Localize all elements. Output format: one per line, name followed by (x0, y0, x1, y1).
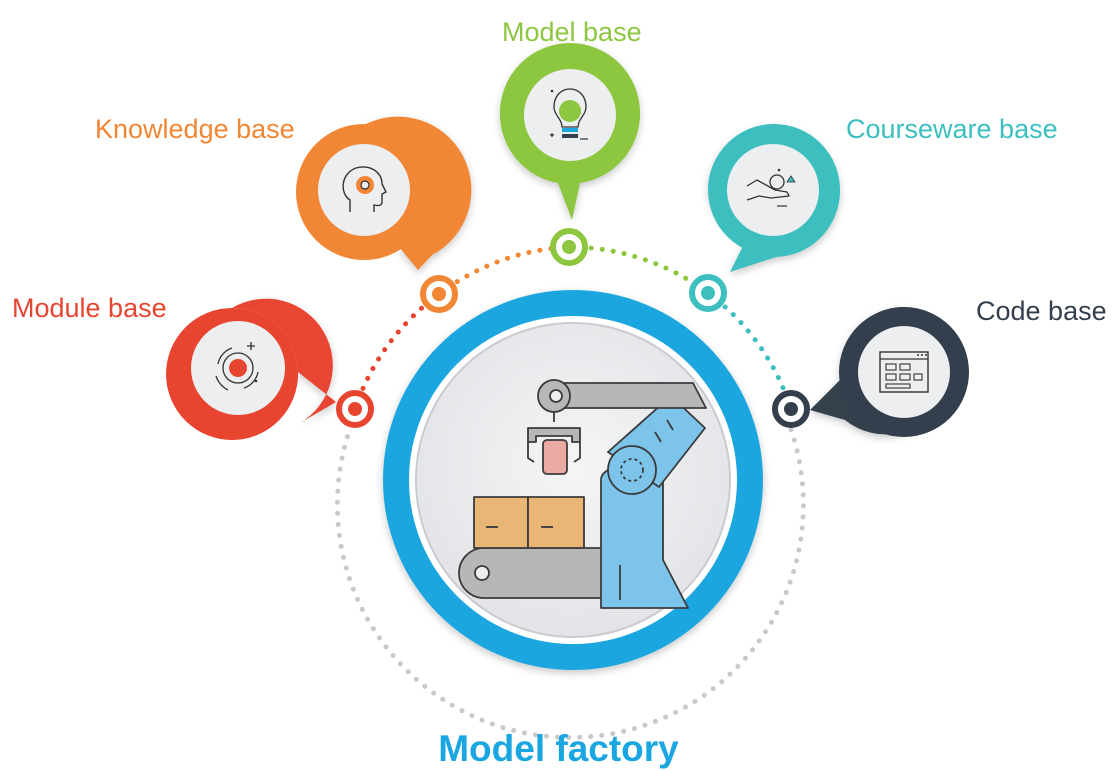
hand-shapes-icon (746, 168, 796, 207)
ring-node-module (336, 390, 374, 428)
label-knowledge: Knowledge base (95, 114, 295, 144)
hub (383, 290, 763, 670)
ring-node-knowledge (420, 275, 458, 313)
code-window-icon (879, 351, 929, 393)
head-gear-icon (342, 166, 387, 212)
bubble-code (810, 307, 969, 437)
target-icon (215, 342, 259, 391)
ring-segment-model (566, 244, 711, 296)
label-module: Module base (12, 293, 167, 323)
ring-node-code (772, 390, 810, 428)
label-model: Model base (502, 17, 642, 47)
lightbulb-icon (550, 88, 588, 140)
label-courseware: Courseware base (846, 114, 1058, 144)
diagram-title: Model factory (438, 728, 679, 769)
label-code: Code base (976, 296, 1107, 326)
bubble-knowledge (296, 116, 472, 271)
ring-gray-segment (334, 406, 806, 740)
robot-arm-conveyor-icon (458, 379, 707, 609)
ring-node-model (550, 228, 588, 266)
ring-segment-knowledge (436, 244, 572, 297)
bubble-module (166, 298, 336, 440)
ring-node-courseware (689, 274, 727, 312)
bubble-model (499, 43, 640, 220)
bubble-courseware (708, 124, 840, 272)
